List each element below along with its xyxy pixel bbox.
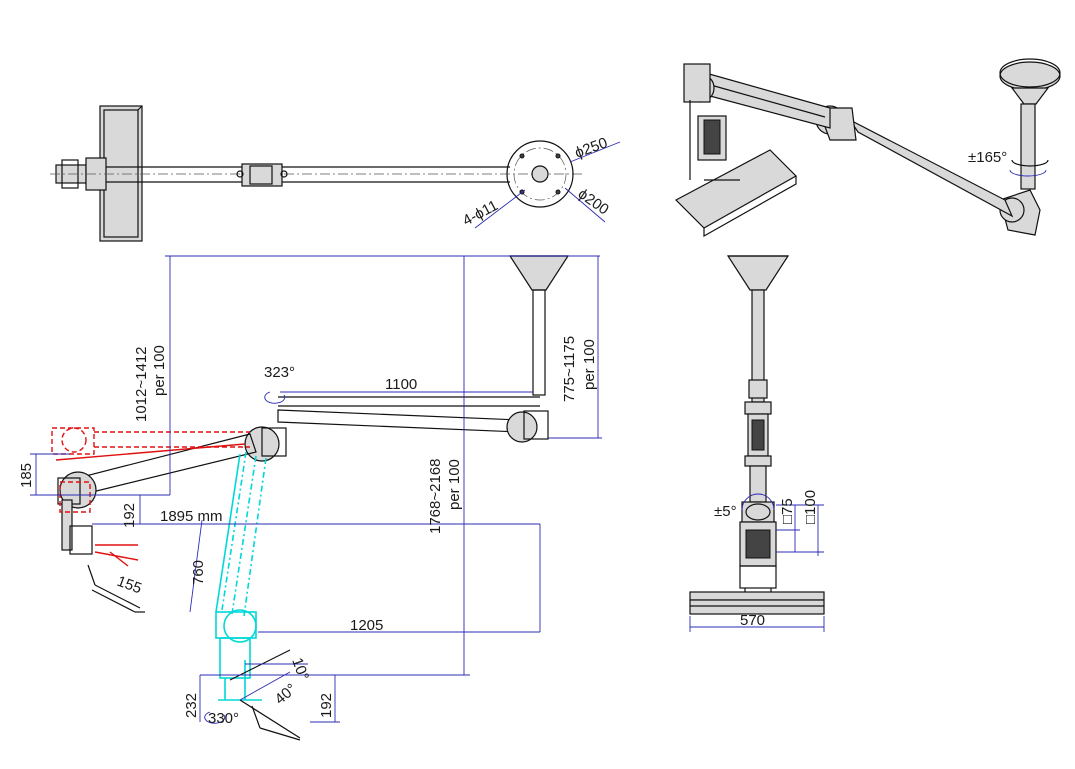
dim-offset-185: 185 — [18, 463, 35, 488]
dim-tilt-155: 155 — [115, 573, 144, 598]
top-view: ϕ250 ϕ200 4-ϕ11 — [50, 105, 621, 242]
iso-view: ±165° — [675, 58, 1061, 238]
dim-arm-length: 1100 — [385, 376, 417, 393]
dim-plate-diameter: ϕ250 — [573, 134, 610, 161]
dim-drop-step: per 100 — [581, 339, 598, 390]
dim-offset-192-left: 192 — [121, 503, 138, 528]
dim-holes: 4-ϕ11 — [460, 197, 501, 230]
dim-angle-40: 40° — [272, 680, 300, 708]
ceiling-mount-side — [508, 255, 570, 291]
dim-tray-width: 570 — [740, 612, 765, 629]
dim-left-step: per 100 — [151, 345, 168, 396]
dim-height-232: 232 — [183, 693, 200, 718]
dim-lower-arm: 760 — [190, 560, 207, 585]
dim-iso-rotation: ±165° — [968, 149, 1007, 166]
dim-height-192: 192 — [318, 693, 335, 718]
dim-rotation-bottom: 330° — [208, 710, 239, 727]
alt-position-cyan — [215, 451, 267, 701]
dim-angle-10: 10° — [288, 656, 312, 683]
side-view: 323° 1100 775~1175 per 100 1012~1412 per… — [18, 255, 602, 741]
keyboard-tray-iso — [675, 149, 797, 229]
keyboard-tray-front — [689, 591, 825, 601]
dim-rotation-top: 323° — [264, 364, 295, 381]
ceiling-plate-top — [506, 140, 574, 208]
dim-vesa-100: □100 — [802, 490, 819, 524]
dim-vesa-75: □75 — [779, 498, 796, 524]
dim-reach: 1895 mm — [160, 508, 223, 525]
dim-drop-height: 775~1175 — [561, 336, 578, 402]
dim-total-step: per 100 — [446, 459, 463, 510]
alt-position-red — [51, 427, 95, 455]
dim-total-height: 1768~2168 — [427, 459, 444, 535]
dim-left-height: 1012~1412 — [133, 347, 150, 423]
dim-lower-reach: 1205 — [350, 617, 383, 634]
keyboard-tray-top — [99, 105, 143, 242]
front-view: ±5° □75 □100 570 — [689, 255, 825, 632]
dim-bolt-circle: ϕ200 — [575, 185, 612, 218]
dim-front-tilt: ±5° — [714, 503, 737, 520]
